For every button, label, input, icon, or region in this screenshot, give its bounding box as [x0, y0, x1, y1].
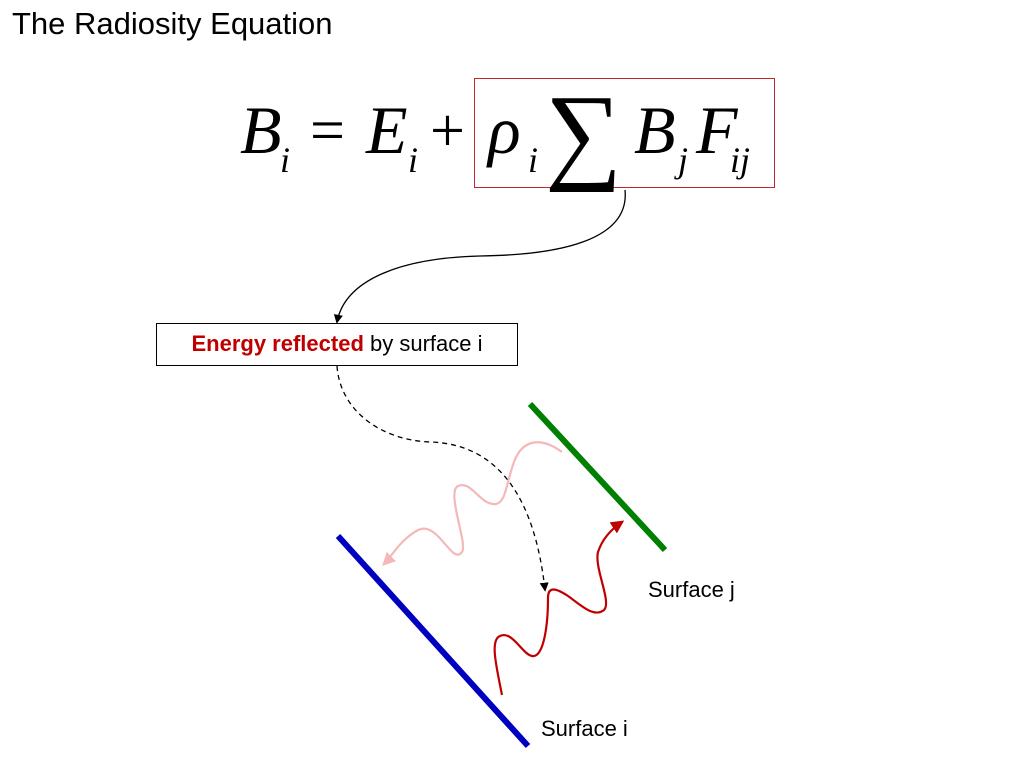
reflected-light-ray: [493, 520, 625, 696]
eq-B: B: [240, 92, 282, 168]
eq-sub-i-1: i: [280, 140, 291, 180]
eq-F: F: [696, 92, 738, 168]
eq-E: E: [366, 92, 408, 168]
eq-sum: ∑: [545, 74, 622, 193]
reflection-term-box: [474, 78, 775, 188]
eq-equals: =: [310, 97, 345, 165]
surface-j-label: Surface j: [648, 577, 735, 602]
eq-sub-i-2: i: [408, 140, 419, 180]
slide-title: The Radiosity Equation: [12, 6, 333, 41]
callout-connector: [333, 189, 626, 324]
surface-i-label: Surface i: [541, 716, 628, 741]
eq-sub-i-3: i: [528, 140, 539, 180]
eq-plus: +: [430, 97, 465, 165]
energy-reflected-emphasis: Energy reflected: [191, 331, 364, 356]
energy-reflected-label: Energy reflected by surface i: [156, 323, 518, 366]
surface-i-line: [335, 533, 531, 749]
eq-sub-j: j: [678, 140, 689, 180]
eq-rho: ρ: [488, 92, 521, 168]
surface-j-line: [527, 401, 668, 553]
eq-sub-ij: ij: [730, 140, 751, 180]
eq-B2: B: [634, 92, 676, 168]
dashed-connector: [336, 365, 549, 592]
energy-reflected-rest: by surface i: [363, 331, 483, 356]
incoming-light-ray: [382, 441, 563, 566]
